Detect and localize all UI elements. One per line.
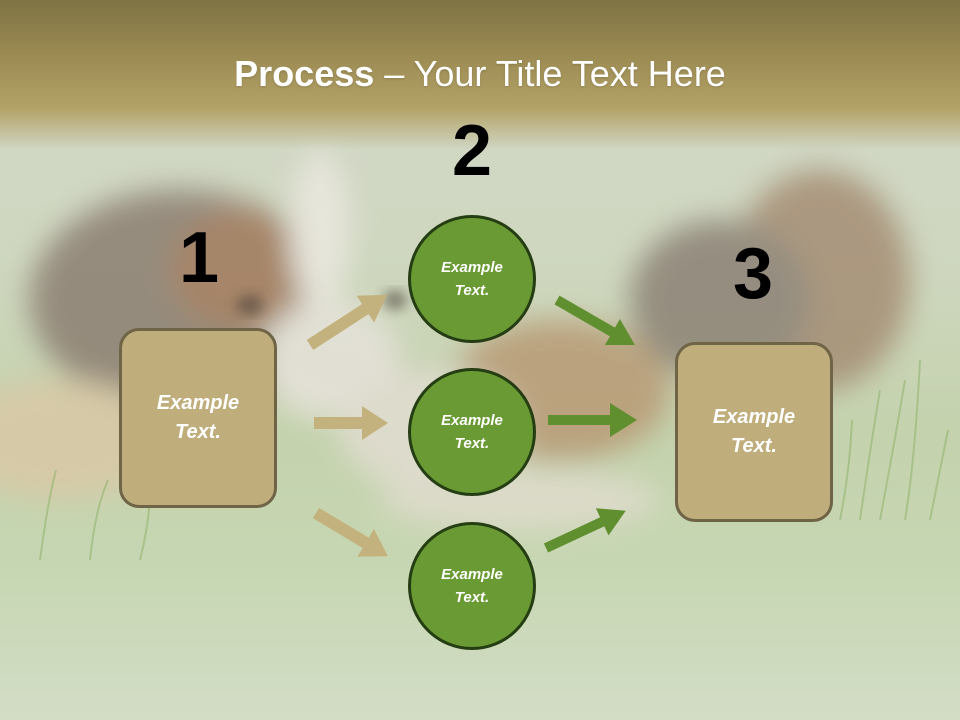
step-3-box: Example Text. xyxy=(675,342,833,522)
step-number-1: 1 xyxy=(178,218,220,298)
arrow-1-to-2c xyxy=(312,507,389,557)
arrow-1-to-2b xyxy=(314,406,388,440)
arrow-2b-to-3 xyxy=(548,403,637,437)
step-2-circle-top-text: Example Text. xyxy=(441,259,503,299)
step-number-2: 2 xyxy=(451,111,493,191)
arrow-1-to-2a xyxy=(306,294,388,351)
step-1-text: Example Text. xyxy=(156,392,240,443)
header-band xyxy=(0,0,960,150)
step-2-circle-bottom: Example Text. xyxy=(408,522,536,650)
step-2-circle-middle: Example Text. xyxy=(408,368,536,496)
arrow-2a-to-3 xyxy=(554,295,635,345)
step-2-circle-bottom-text: Example Text. xyxy=(441,566,503,606)
title-bold: Process xyxy=(234,53,375,94)
slide-title: Process – Your Title Text Here xyxy=(0,52,960,96)
step-2-circle-middle-text: Example Text. xyxy=(441,412,503,452)
step-1-box: Example Text. xyxy=(119,328,277,508)
step-3-text: Example Text. xyxy=(712,406,796,457)
step-2-circle-top: Example Text. xyxy=(408,215,536,343)
title-rest: – Your Title Text Here xyxy=(374,53,726,94)
step-number-3: 3 xyxy=(732,234,774,314)
arrow-2c-to-3 xyxy=(543,508,626,553)
